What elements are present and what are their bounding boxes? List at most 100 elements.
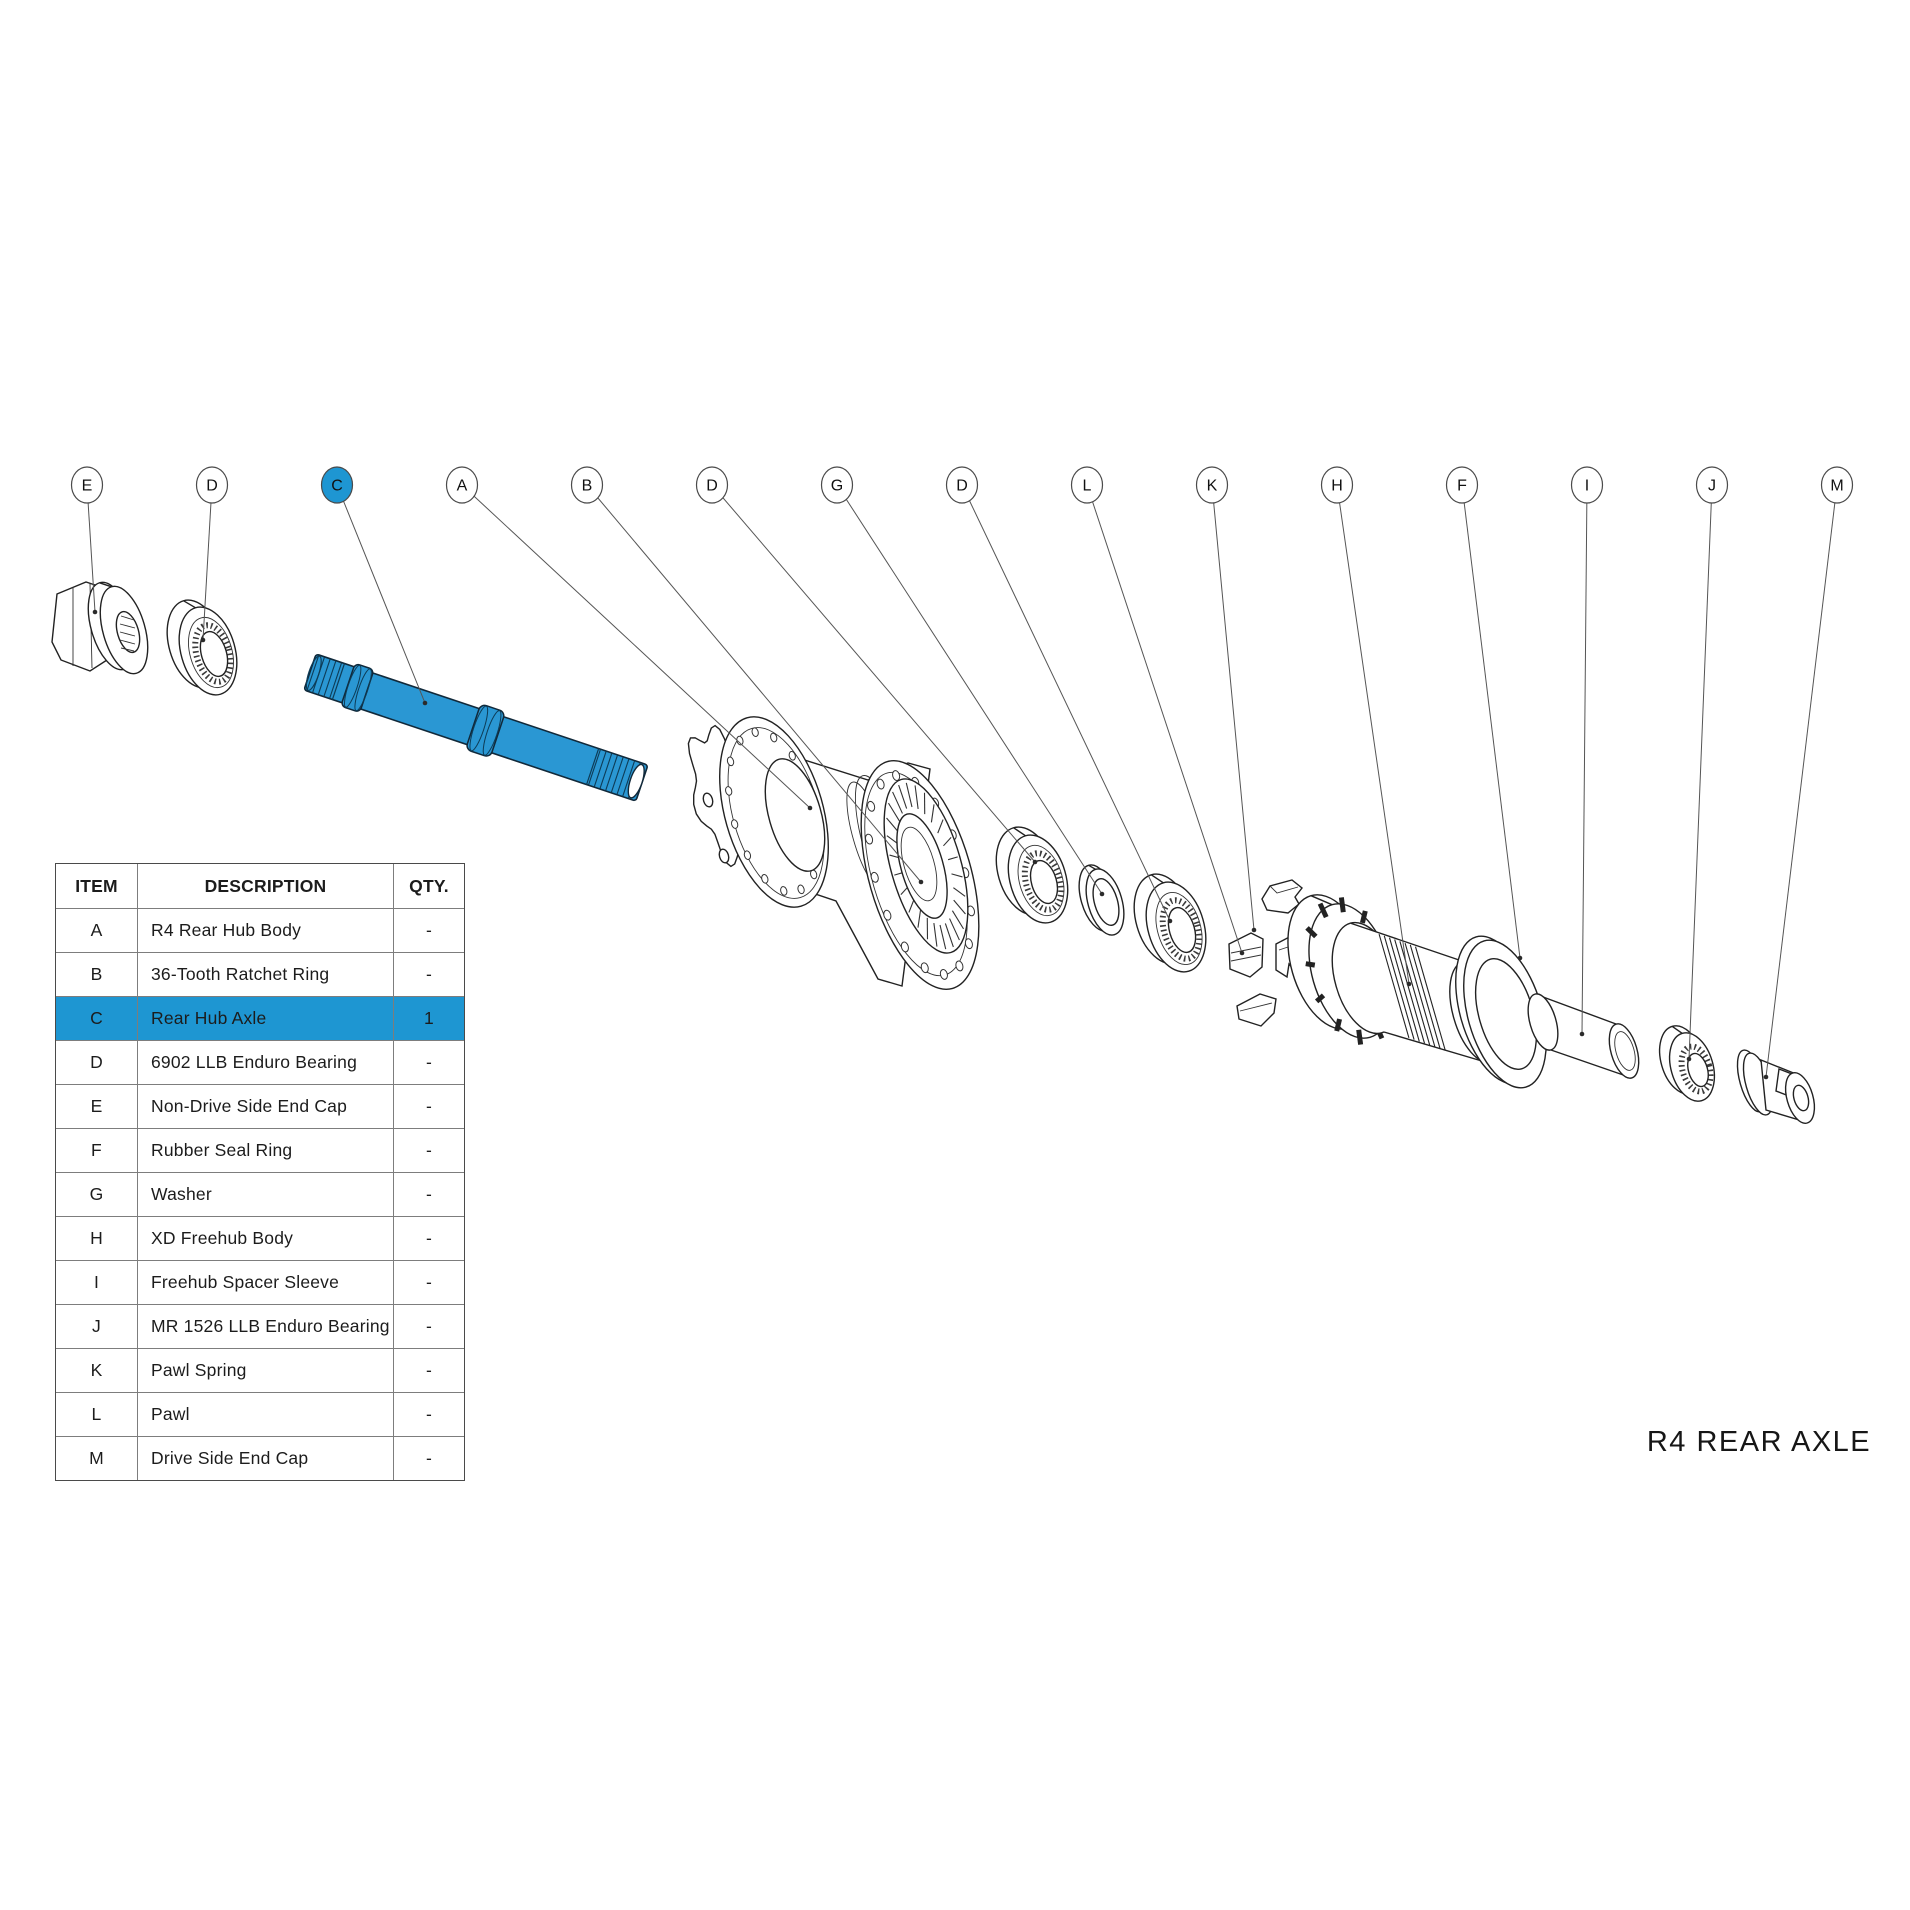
callout-label: M — [1830, 478, 1843, 495]
row-description: MR 1526 LLB Enduro Bearing — [138, 1305, 394, 1348]
callout-D-1[interactable]: D — [195, 466, 229, 504]
callout-circle[interactable] — [1070, 466, 1104, 504]
row-description: Pawl Spring — [138, 1349, 394, 1392]
part-l-pawl-left — [1228, 932, 1264, 978]
leader-line-L-8 — [1086, 484, 1243, 954]
leader-dot — [422, 700, 428, 706]
callout-label: A — [457, 478, 468, 495]
leader-dot — [1686, 1056, 1692, 1062]
callout-A-3[interactable]: A — [445, 466, 479, 504]
part-d-bearing-3 — [1133, 873, 1207, 973]
callout-label: E — [82, 478, 93, 495]
callout-D-7[interactable]: D — [945, 466, 979, 504]
callout-M-14[interactable]: M — [1820, 466, 1854, 504]
row-qty: - — [425, 1360, 433, 1380]
callout-B-4[interactable]: B — [570, 466, 604, 504]
row-qty: - — [425, 964, 433, 984]
leader-dot — [200, 637, 206, 643]
callout-circle[interactable] — [1320, 466, 1354, 504]
row-item: C — [56, 997, 138, 1040]
callout-K-9[interactable]: K — [1195, 466, 1229, 504]
callout-C-2[interactable]: C — [320, 466, 354, 504]
leader-line-F-11 — [1461, 484, 1521, 959]
header-description: DESCRIPTION — [138, 864, 394, 908]
leader-dot — [1517, 955, 1523, 961]
row-description: R4 Rear Hub Body — [138, 909, 394, 952]
page-title: R4 REAR AXLE — [1646, 1426, 1872, 1458]
part-l-pawl-bottom — [1236, 993, 1277, 1027]
row-qty: - — [425, 1140, 433, 1160]
leader-lines — [86, 484, 1838, 1080]
leader-line-B-4 — [586, 484, 922, 883]
callout-circle[interactable] — [1570, 466, 1604, 504]
part-k-pawl-spring-top — [1261, 879, 1303, 914]
part-c-rear-hub-axle — [303, 653, 648, 802]
callout-label: C — [331, 478, 343, 495]
row-qty: - — [425, 1096, 433, 1116]
callout-circle[interactable] — [195, 466, 229, 504]
row-qty: - — [425, 1272, 433, 1292]
callout-circle[interactable] — [1195, 466, 1229, 504]
part-e-non-drive-end-cap — [51, 581, 149, 675]
callout-D-5[interactable]: D — [695, 466, 729, 504]
row-item: A — [56, 909, 138, 952]
callout-F-11[interactable]: F — [1445, 466, 1479, 504]
leader-dot — [807, 805, 813, 811]
callout-circle[interactable] — [1820, 466, 1854, 504]
callout-label: I — [1585, 478, 1589, 495]
callout-circle[interactable] — [1445, 466, 1479, 504]
row-description: Non-Drive Side End Cap — [138, 1085, 394, 1128]
row-item: G — [56, 1173, 138, 1216]
leader-dot — [918, 879, 924, 885]
table-header-row: ITEM DESCRIPTION QTY. — [56, 864, 464, 908]
leader-line-D-1 — [202, 484, 213, 641]
row-item: H — [56, 1217, 138, 1260]
part-a-hub-body — [687, 716, 980, 990]
callout-circle[interactable] — [695, 466, 729, 504]
callout-L-8[interactable]: L — [1070, 466, 1104, 504]
callout-circle[interactable] — [70, 466, 104, 504]
leader-line-I-12 — [1581, 484, 1588, 1035]
part-d-bearing-2 — [995, 826, 1069, 924]
callout-label: L — [1083, 478, 1092, 495]
callout-G-6[interactable]: G — [820, 466, 854, 504]
callout-circle[interactable] — [570, 466, 604, 504]
callout-circle[interactable] — [445, 466, 479, 504]
part-m-drive-end-cap — [1736, 1049, 1816, 1124]
row-description: Rubber Seal Ring — [138, 1129, 394, 1172]
leader-line-J-13 — [1688, 484, 1713, 1060]
row-description: Freehub Spacer Sleeve — [138, 1261, 394, 1304]
header-item: ITEM — [56, 864, 138, 908]
part-g-washer — [1078, 864, 1125, 936]
callout-circle[interactable] — [820, 466, 854, 504]
callout-E-0[interactable]: E — [70, 466, 104, 504]
row-description: Pawl — [138, 1393, 394, 1436]
callout-H-10[interactable]: H — [1320, 466, 1354, 504]
row-description: XD Freehub Body — [138, 1217, 394, 1260]
leader-line-D-5 — [711, 484, 1036, 863]
callout-J-13[interactable]: J — [1695, 466, 1729, 504]
callout-circle[interactable] — [945, 466, 979, 504]
row-description: 6902 LLB Enduro Bearing — [138, 1041, 394, 1084]
leader-line-H-10 — [1336, 484, 1410, 985]
callout-circle[interactable] — [1695, 466, 1729, 504]
leader-line-C-2 — [336, 484, 426, 704]
callout-label: G — [831, 478, 843, 495]
row-qty: - — [425, 1316, 433, 1336]
callout-circle[interactable] — [320, 466, 354, 504]
callout-I-12[interactable]: I — [1570, 466, 1604, 504]
